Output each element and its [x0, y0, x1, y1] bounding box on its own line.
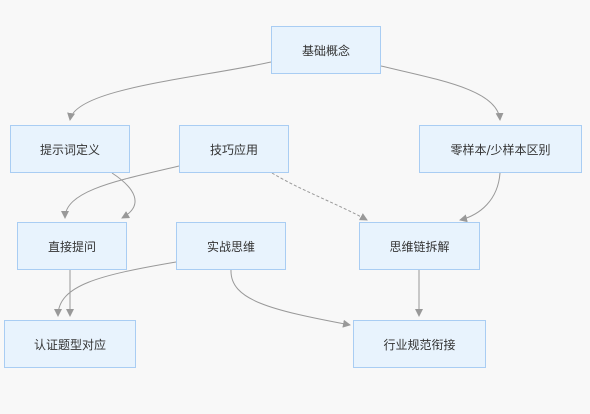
node-practical-thinking: 实战思维 [176, 222, 286, 270]
edge-practice-to-cert [54, 261, 177, 317]
node-industry-standards: 行业规范衔接 [353, 320, 486, 368]
node-chain-of-thought: 思维链拆解 [359, 222, 480, 270]
node-certification-questions: 认证题型对应 [4, 320, 136, 368]
node-practical-thinking-label: 实战思维 [206, 239, 255, 254]
edge-skill-to-direct [61, 165, 180, 219]
node-basic-concept-label: 基础概念 [301, 43, 350, 58]
edge-skill-to-chain [271, 172, 368, 221]
node-prompt-definition: 提示词定义 [10, 125, 130, 173]
node-zero-few-shot: 零样本/少样本区别 [419, 125, 582, 173]
node-prompt-definition-label: 提示词定义 [39, 142, 100, 157]
node-direct-question-label: 直接提问 [47, 239, 96, 254]
node-industry-standards-label: 行业规范衔接 [383, 337, 456, 352]
edge-zero-to-chain [459, 172, 501, 223]
edge-prompt-to-direct [111, 172, 136, 219]
node-skill-application-label: 技巧应用 [209, 142, 258, 157]
node-certification-questions-label: 认证题型对应 [33, 337, 106, 352]
node-basic-concept: 基础概念 [271, 26, 381, 74]
edge-practice-to-industry [230, 269, 351, 328]
node-direct-question: 直接提问 [17, 222, 127, 270]
edge-basic-to-prompt [67, 61, 272, 121]
edge-basic-to-zero [380, 65, 504, 121]
node-chain-of-thought-label: 思维链拆解 [389, 239, 450, 254]
node-skill-application: 技巧应用 [179, 125, 289, 173]
node-zero-few-shot-label: 零样本/少样本区别 [450, 142, 551, 157]
